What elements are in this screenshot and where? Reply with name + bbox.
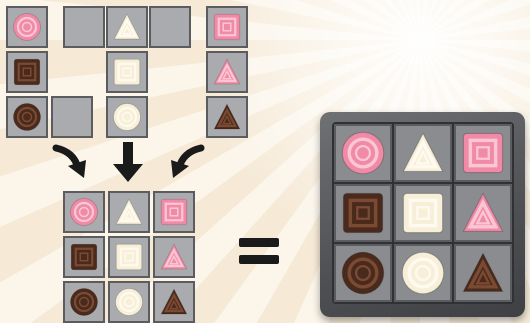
- white-triangle-chocolate-icon: [112, 12, 142, 42]
- dark-circle-chocolate-icon: [12, 102, 42, 132]
- dark-triangle-chocolate-icon: [460, 250, 506, 296]
- dark-circle-chocolate-icon: [69, 287, 99, 317]
- dark-circle-chocolate-icon: [340, 250, 386, 296]
- tray-inner: [332, 122, 514, 304]
- piece-middle-empty-cell: [149, 6, 191, 48]
- pink-triangle-chocolate-icon: [460, 190, 506, 236]
- result-grid-cell: [108, 191, 150, 233]
- chocolate-tray: [320, 112, 525, 317]
- result-grid-cell: [153, 236, 195, 278]
- piece-middle-cell: [106, 96, 148, 138]
- white-circle-chocolate-icon: [400, 250, 446, 296]
- result-grid-cell: [108, 236, 150, 278]
- pink-circle-chocolate-icon: [69, 197, 99, 227]
- tray-cell: [394, 124, 452, 182]
- result-grid-cell: [153, 281, 195, 323]
- arrow-down-left-icon: [165, 142, 205, 182]
- arrow-down-right-icon: [52, 142, 92, 182]
- white-circle-chocolate-icon: [112, 102, 142, 132]
- result-grid-cell: [63, 281, 105, 323]
- tray-cell: [454, 124, 512, 182]
- piece-left-cell: [6, 96, 48, 138]
- piece-middle-empty-cell: [63, 6, 105, 48]
- white-triangle-chocolate-icon: [400, 130, 446, 176]
- white-circle-chocolate-icon: [114, 287, 144, 317]
- tray-cell: [334, 124, 392, 182]
- piece-left-empty-cell: [51, 96, 93, 138]
- piece-left-cell: [6, 51, 48, 93]
- result-grid-cell: [153, 191, 195, 233]
- pink-triangle-chocolate-icon: [212, 57, 242, 87]
- piece-middle-cell: [106, 6, 148, 48]
- white-square-chocolate-icon: [112, 57, 142, 87]
- tray-cell: [454, 244, 512, 302]
- pink-triangle-chocolate-icon: [159, 242, 189, 272]
- pink-circle-chocolate-icon: [12, 12, 42, 42]
- equals-sign: =: [239, 238, 279, 266]
- dark-square-chocolate-icon: [12, 57, 42, 87]
- result-grid-cell: [63, 236, 105, 278]
- piece-right-cell: [206, 51, 248, 93]
- piece-right-cell: [206, 6, 248, 48]
- dark-triangle-chocolate-icon: [159, 287, 189, 317]
- white-square-chocolate-icon: [114, 242, 144, 272]
- result-grid-cell: [63, 191, 105, 233]
- tray-cell: [394, 244, 452, 302]
- white-triangle-chocolate-icon: [114, 197, 144, 227]
- tray-cell: [334, 244, 392, 302]
- tray-cell: [334, 184, 392, 242]
- dark-square-chocolate-icon: [340, 190, 386, 236]
- dark-square-chocolate-icon: [69, 242, 99, 272]
- pink-square-chocolate-icon: [212, 12, 242, 42]
- arrow-down-icon: [111, 140, 145, 184]
- white-square-chocolate-icon: [400, 190, 446, 236]
- dark-triangle-chocolate-icon: [212, 102, 242, 132]
- piece-right-cell: [206, 96, 248, 138]
- piece-middle-cell: [106, 51, 148, 93]
- tray-cell: [454, 184, 512, 242]
- pink-square-chocolate-icon: [460, 130, 506, 176]
- pink-square-chocolate-icon: [159, 197, 189, 227]
- piece-left-cell: [6, 6, 48, 48]
- tray-cell: [394, 184, 452, 242]
- pink-circle-chocolate-icon: [340, 130, 386, 176]
- result-grid-cell: [108, 281, 150, 323]
